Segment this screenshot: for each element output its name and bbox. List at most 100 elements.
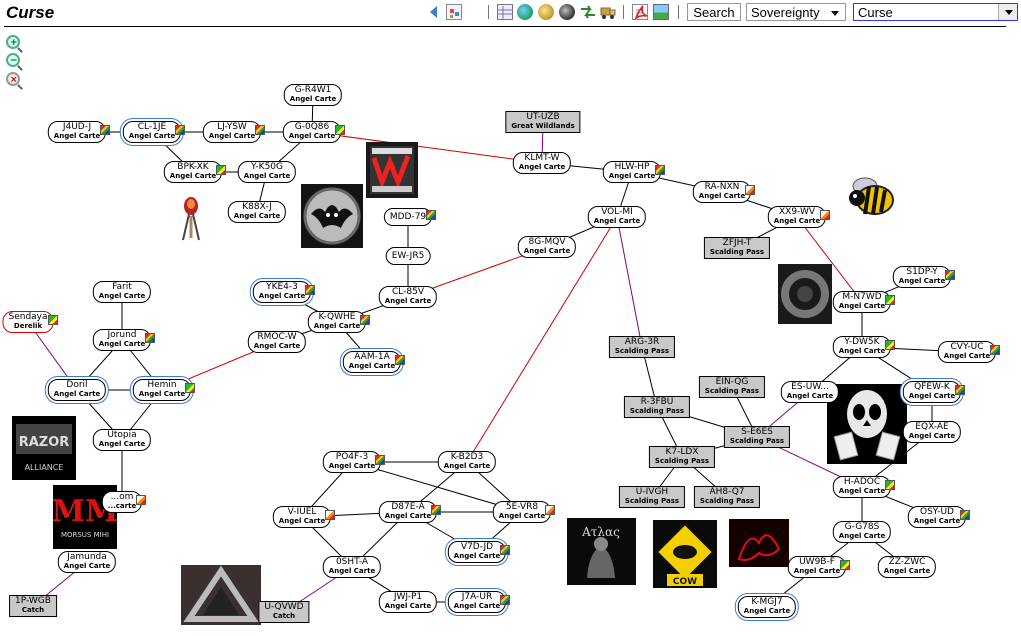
back-arrow-icon[interactable] [426, 4, 442, 20]
jump-line-vol-mi-arg-3r [616, 216, 643, 348]
globe-icon[interactable] [517, 4, 533, 20]
system-region: Angel Carte [913, 517, 961, 525]
sovereignty-flag-icon [360, 315, 370, 325]
sovereignty-flag-icon [255, 125, 265, 135]
mode-select[interactable]: Sovereignty [746, 3, 846, 21]
pdf-icon[interactable] [633, 4, 649, 21]
system-region: Angel Carte [169, 172, 217, 180]
system-name: UT-UZB [526, 112, 560, 122]
system-node-mdd-79[interactable]: MDD-79 [383, 208, 433, 226]
region-select[interactable]: Curse [853, 3, 1018, 21]
jump-line-sendaya-doril [27, 321, 78, 391]
system-name: R-3FBU [640, 397, 674, 407]
dark-planet-icon[interactable] [559, 4, 575, 20]
system-name: MDD-79 [389, 212, 427, 222]
chevron-down-icon [1005, 10, 1013, 15]
image-icon[interactable] [653, 4, 669, 20]
table-icon[interactable] [497, 4, 513, 20]
system-name: M-N7WD [842, 292, 882, 302]
system-region: Scalding Pass [654, 457, 710, 465]
truck-icon[interactable] [600, 4, 616, 20]
zoom-in-icon[interactable]: + [6, 35, 20, 49]
system-name: 1P-WGB [15, 596, 51, 606]
zoom-out-icon[interactable]: − [6, 53, 20, 67]
system-name: Doril [66, 380, 88, 390]
razor-logo-text: RAZOR [19, 435, 70, 450]
planet-icon[interactable] [538, 4, 554, 20]
route-icon[interactable] [580, 4, 596, 20]
system-region: Angel Carte [328, 567, 376, 575]
system-region: Angel Carte [233, 212, 281, 220]
system-region: Angel Carte [253, 342, 301, 350]
region-select-dropdown-button[interactable] [998, 4, 1017, 20]
map-view-icon[interactable] [446, 4, 462, 20]
search-button[interactable]: Search [687, 3, 741, 21]
chevron-down-icon [831, 11, 839, 16]
system-region: Angel Carte [289, 95, 337, 103]
sovereignty-flag-icon [216, 165, 226, 175]
system-node-ew-jr5[interactable]: EW-JR5 [385, 247, 431, 265]
system-node-es-uw[interactable]: ES-UW...Angel Carte [780, 381, 840, 403]
sovereignty-flag-icon [47, 315, 58, 325]
zoom-reset-icon[interactable]: × [6, 72, 20, 86]
